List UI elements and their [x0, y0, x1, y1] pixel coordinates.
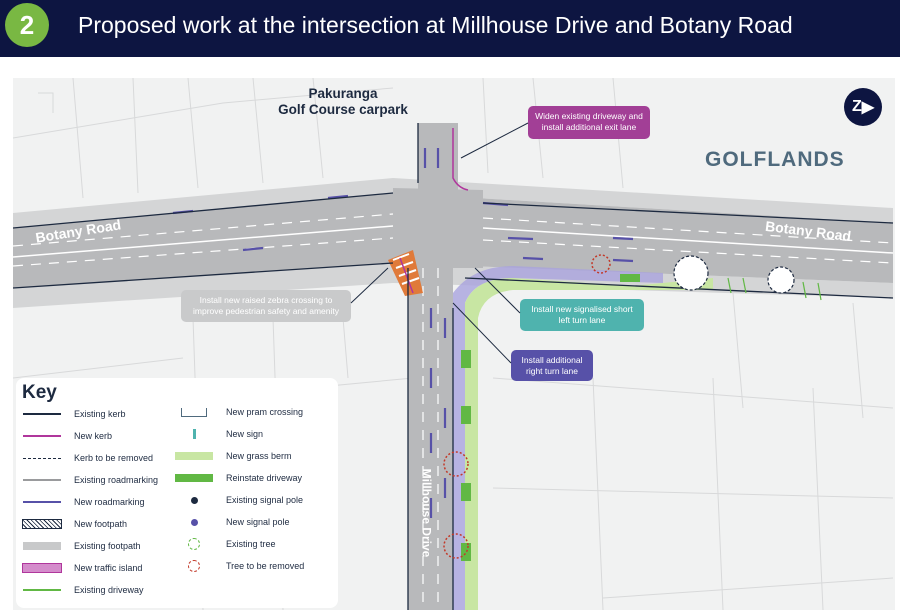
magenta-box-icon	[22, 561, 62, 575]
green-tree-icon	[174, 537, 214, 551]
key-item-new-grass-berm: New grass berm	[174, 447, 292, 465]
line-grey-icon	[22, 473, 62, 487]
red-tree-icon	[174, 559, 214, 573]
line-green-icon	[22, 583, 62, 597]
key-item-existing-roadmarking: Existing roadmarking	[22, 471, 158, 489]
key-item-existing-driveway: Existing driveway	[22, 581, 144, 599]
key-item-new-roadmarking: New roadmarking	[22, 493, 145, 511]
key-item-existing-kerb: Existing kerb	[22, 405, 126, 423]
logo-text: Z	[851, 98, 862, 115]
pram-crossing-icon	[174, 405, 214, 419]
arrow-icon: ▶	[861, 99, 875, 116]
black-dot-icon	[174, 493, 214, 507]
key-item-reinstate-driveway: Reinstate driveway	[174, 469, 302, 487]
key-item-new-kerb: New kerb	[22, 427, 112, 445]
map-key: Key Existing kerb New kerb Kerb to be re…	[16, 378, 338, 608]
callout-zebra-crossing: Install new raised zebra crossing to imp…	[181, 290, 351, 322]
callout-right-turn-lane: Install additional right turn lane	[511, 350, 593, 381]
callout-left-turn-lane: Install new signalised short left turn l…	[520, 299, 644, 331]
key-item-existing-tree: Existing tree	[174, 535, 276, 553]
page-title: Proposed work at the intersection at Mil…	[78, 12, 793, 38]
sign-icon	[174, 427, 214, 441]
key-item-kerb-removed: Kerb to be removed	[22, 449, 153, 467]
line-dashed-icon	[22, 451, 62, 465]
callout-widen-driveway: Widen existing driveway and install addi…	[528, 106, 650, 139]
road-label-south: Millhouse Drive	[419, 468, 434, 558]
key-item-existing-signal-pole: Existing signal pole	[174, 491, 303, 509]
step-badge: 2	[5, 3, 49, 47]
key-item-new-sign: New sign	[174, 425, 263, 443]
project-logo: Z ▶	[844, 88, 882, 126]
hatched-box-icon	[22, 517, 62, 531]
line-black-icon	[22, 407, 62, 421]
key-item-new-footpath: New footpath	[22, 515, 127, 533]
purple-dot-icon	[174, 515, 214, 529]
carpark-label: Pakuranga Golf Course carpark	[278, 86, 408, 117]
key-item-new-pram-crossing: New pram crossing	[174, 403, 303, 421]
header-bar: 2 Proposed work at the intersection at M…	[0, 0, 900, 57]
key-item-new-traffic-island: New traffic island	[22, 559, 142, 577]
key-item-existing-footpath: Existing footpath	[22, 537, 141, 555]
light-green-box-icon	[174, 449, 214, 463]
key-item-tree-removed: Tree to be removed	[174, 557, 304, 575]
grey-box-icon	[22, 539, 62, 553]
line-magenta-icon	[22, 429, 62, 443]
key-title: Key	[22, 382, 57, 403]
green-box-icon	[174, 471, 214, 485]
suburb-label: GOLFLANDS	[705, 148, 845, 171]
key-item-new-signal-pole: New signal pole	[174, 513, 290, 531]
line-purple-icon	[22, 495, 62, 509]
